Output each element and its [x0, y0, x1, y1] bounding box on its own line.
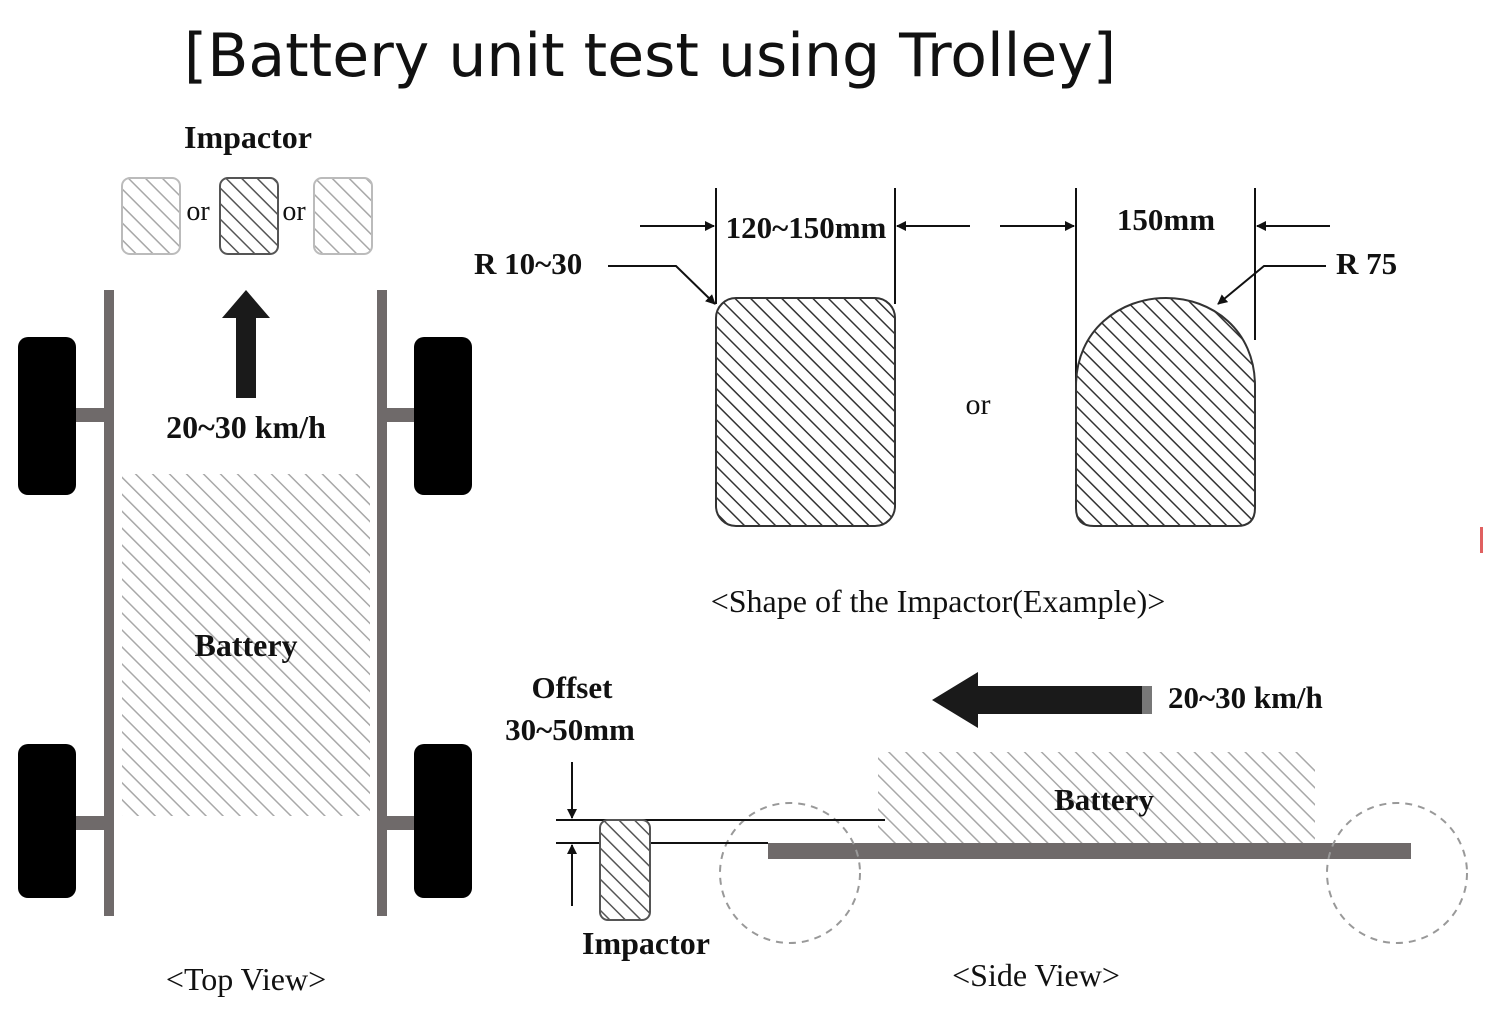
- top-or-1: or: [186, 196, 210, 227]
- side-battery: [878, 752, 1315, 844]
- left-rail: [104, 290, 114, 916]
- top-speed-label: 20~30 km/h: [166, 409, 326, 445]
- impactor-shape-2: [1075, 296, 1256, 527]
- offset-label: Offset: [532, 670, 614, 705]
- impactor-radius-1: R 10~30: [474, 246, 582, 281]
- wheel-front-left: [18, 337, 76, 495]
- side-view-caption: <Side View>: [952, 957, 1120, 993]
- axle-rear-left: [76, 816, 106, 830]
- side-wheel-rear: [1326, 802, 1468, 944]
- side-battery-label: Battery: [1054, 782, 1154, 817]
- side-impactor: [599, 819, 651, 921]
- side-direction-arrow-tail: [1142, 686, 1152, 714]
- top-direction-arrow: [222, 290, 270, 398]
- right-rail: [377, 290, 387, 916]
- radius-leader-2: [1217, 265, 1326, 305]
- top-battery-label: Battery: [194, 627, 297, 663]
- impactor-width-2: 150mm: [1117, 202, 1215, 237]
- side-view: Offset 30~50mm 20~30 km/h Battery Impact…: [505, 670, 1468, 993]
- impactor-shape-or: or: [966, 388, 991, 421]
- top-battery: [122, 474, 370, 816]
- trolley-plate: [768, 843, 1411, 859]
- edge-mark: [1480, 527, 1483, 553]
- impactor-radius-2: R 75: [1336, 246, 1397, 281]
- wheel-rear-right: [414, 744, 472, 898]
- side-impactor-label: Impactor: [582, 925, 710, 961]
- axle-front-left: [76, 408, 106, 422]
- top-or-2: or: [282, 196, 306, 227]
- top-view: Impactor or or 20~30 km/h Battery <Top V…: [18, 119, 472, 997]
- diagram-title: [Battery unit test using Trolley]: [184, 21, 1116, 91]
- impactor-option-light-2: [313, 177, 373, 255]
- impactor-option-light-1: [121, 177, 181, 255]
- offset-value: 30~50mm: [505, 712, 635, 747]
- wheel-rear-left: [18, 744, 76, 898]
- impactor-shape-caption: <Shape of the Impactor(Example)>: [711, 583, 1166, 619]
- top-view-caption: <Top View>: [166, 961, 326, 997]
- impactor-option-dark: [219, 177, 279, 255]
- side-direction-arrow: [932, 672, 1150, 728]
- top-impactor-label: Impactor: [184, 119, 312, 155]
- impactor-shape-example: 120~150mm R 10~30 or 150mm R 75 <Shape o…: [474, 188, 1397, 619]
- wheel-front-right: [414, 337, 472, 495]
- impactor-shape-1: [715, 297, 896, 527]
- axle-rear-right: [386, 816, 416, 830]
- impactor-width-1: 120~150mm: [726, 210, 887, 245]
- side-speed-label: 20~30 km/h: [1168, 680, 1323, 715]
- side-wheel-front: [719, 802, 861, 944]
- axle-front-right: [386, 408, 416, 422]
- radius-leader-1: [608, 265, 716, 305]
